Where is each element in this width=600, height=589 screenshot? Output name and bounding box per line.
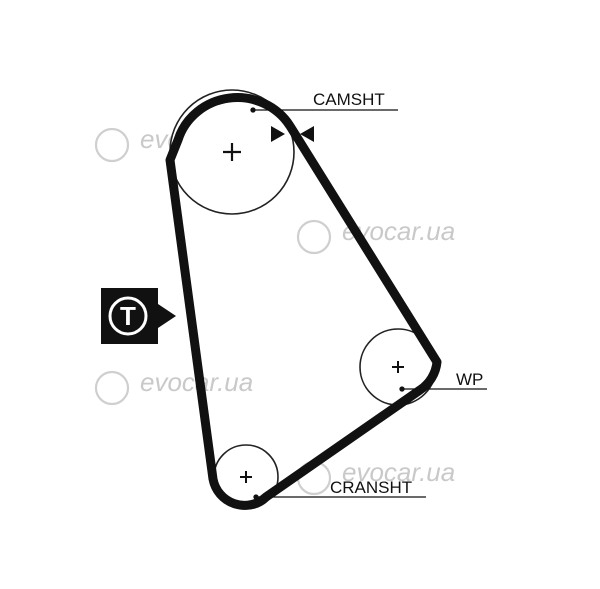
tensioner-circle-icon bbox=[108, 296, 148, 336]
crankshaft-center-plus-icon bbox=[240, 471, 252, 483]
timing-belt bbox=[165, 93, 442, 510]
crankshaft-label: CRANSHT bbox=[330, 478, 412, 497]
tensioner-badge: T bbox=[101, 288, 176, 344]
leader-lines bbox=[250, 107, 487, 500]
camshaft-label: CAMSHT bbox=[313, 90, 385, 109]
tensioner-badge-letter: T bbox=[120, 301, 136, 331]
camshaft-center-plus-icon bbox=[223, 143, 241, 161]
watermark-2: evocar.ua bbox=[296, 216, 455, 255]
watermark-3: evocar.ua bbox=[94, 367, 253, 406]
water-pump-label: WP bbox=[456, 370, 483, 389]
alignment-marks-icon bbox=[271, 126, 314, 142]
watermark-text: evocar.ua bbox=[342, 457, 455, 487]
water-pump-center-plus-icon bbox=[392, 361, 404, 373]
